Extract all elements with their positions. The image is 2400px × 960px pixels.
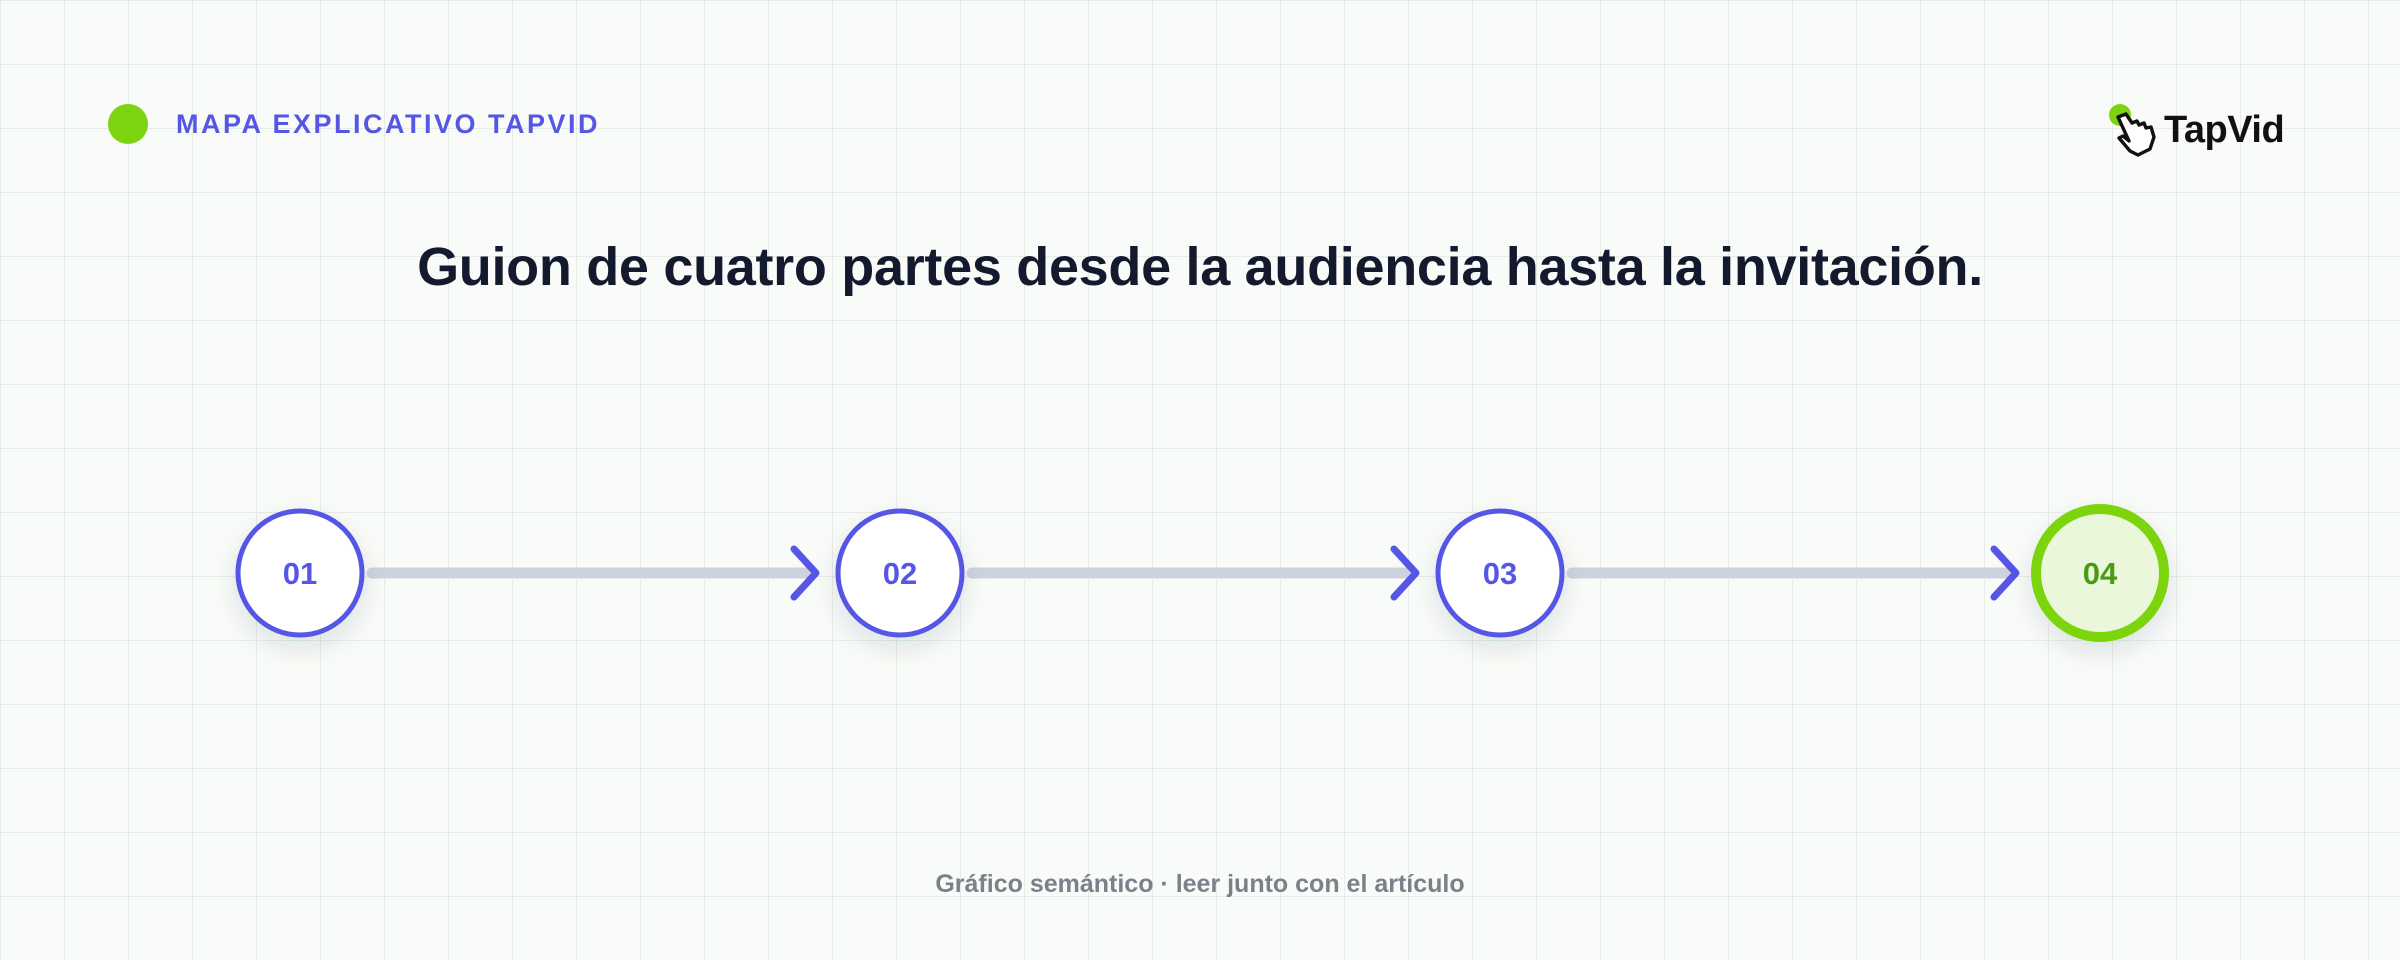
connector-arrow (1566, 545, 2020, 601)
page-title: Guion de cuatro partes desde la audienci… (417, 237, 1983, 297)
step-circle (2031, 504, 2169, 642)
brand-logo[interactable]: TapVid (2106, 100, 2285, 160)
eyebrow: MAPA EXPLICATIVO TAPVID (108, 104, 600, 144)
step-node-01: 01 (235, 508, 365, 638)
footer-note: Gráfico semántico · leer junto con el ar… (935, 870, 1465, 898)
step-circle (835, 508, 965, 638)
brand-name: TapVid (2164, 108, 2285, 151)
step-circle (235, 508, 365, 638)
eyebrow-label: MAPA EXPLICATIVO TAPVID (176, 108, 601, 139)
step-number: 04 (2083, 556, 2118, 591)
step-number: 02 (883, 556, 917, 591)
arrowhead-icon (790, 545, 820, 601)
arrowhead-icon (1390, 545, 1420, 601)
arrowhead-icon (1990, 545, 2020, 601)
pointer-hand-icon (2109, 104, 2156, 157)
eyebrow-dot-icon (108, 104, 148, 144)
step-node-02: 02 (835, 508, 965, 638)
connector-arrow (966, 545, 1420, 601)
step-number: 01 (283, 556, 317, 591)
step-number: 03 (1483, 556, 1517, 591)
step-node-03: 03 (1435, 508, 1565, 638)
step-node-04: 04 (2031, 504, 2169, 642)
step-circle (1435, 508, 1565, 638)
connector-arrow (366, 545, 820, 601)
